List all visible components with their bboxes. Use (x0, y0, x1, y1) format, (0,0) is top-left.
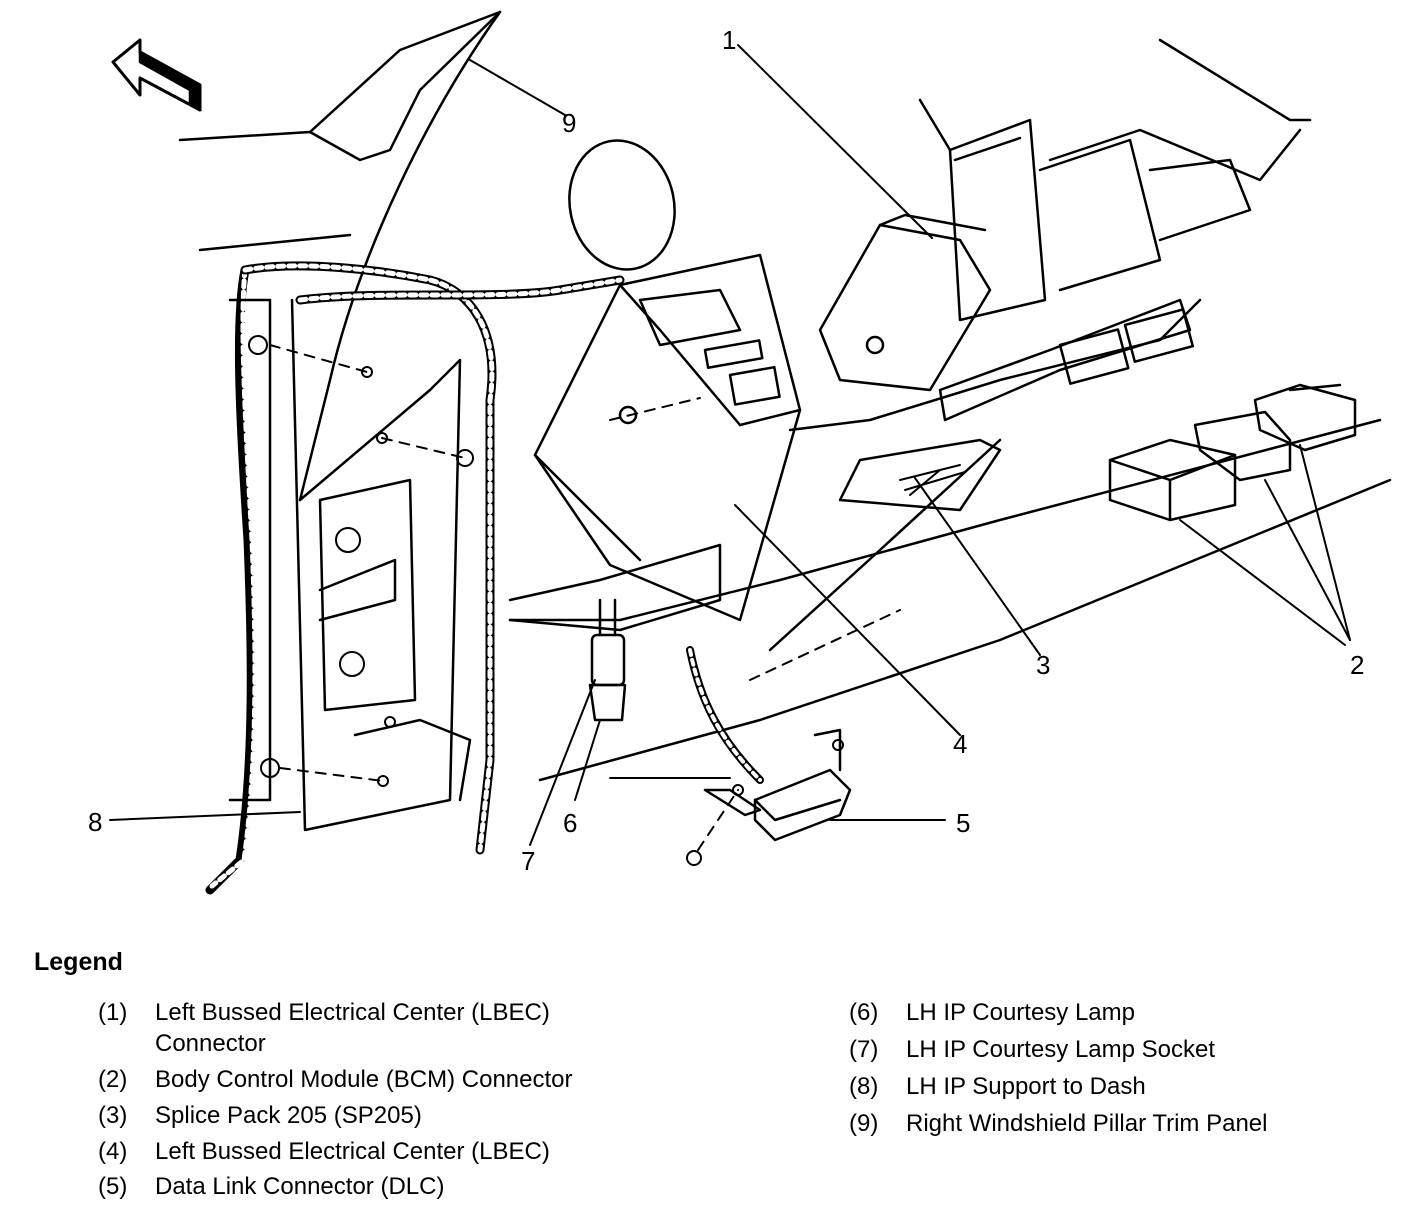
legend-text: Left Bussed Electrical Center (LBEC) (155, 999, 550, 1026)
legend-text: Body Control Module (BCM) Connector (155, 1066, 573, 1093)
callout-4: 4 (953, 729, 968, 759)
alignment-dashes (269, 344, 901, 851)
data-link-connector (686, 646, 852, 842)
round-gauge-opening (568, 139, 676, 271)
legend-number: (3) (98, 1102, 128, 1129)
callout-6: 6 (563, 808, 578, 838)
legend-number: (9) (849, 1110, 879, 1137)
callout-5: 5 (956, 808, 971, 838)
lbec-connector (818, 213, 992, 392)
legend-text: LH IP Courtesy Lamp Socket (906, 1036, 1216, 1063)
legend-number: (7) (849, 1036, 879, 1063)
legend-number: (1) (98, 999, 128, 1026)
windshield-pillar-trim-panel (178, 10, 502, 502)
splice-pack-wiring (899, 464, 966, 496)
wiring-harness-left (205, 261, 625, 895)
component-location-illustration (109, 10, 1392, 895)
callout-1: 1 (722, 25, 737, 55)
fastener-bolts (248, 335, 844, 866)
callout-2: 2 (1350, 650, 1365, 680)
callout-7: 7 (521, 846, 536, 876)
leader-lines (109, 44, 1351, 846)
legend-text: Splice Pack 205 (SP205) (155, 1102, 422, 1129)
instrument-panel-structure (508, 38, 1392, 782)
legend-number: (2) (98, 1066, 128, 1093)
callout-3: 3 (1036, 650, 1051, 680)
legend-number: (6) (849, 999, 879, 1026)
legend-text: Right Windshield Pillar Trim Panel (906, 1110, 1268, 1137)
legend-number: (8) (849, 1073, 879, 1100)
legend-number: (5) (98, 1173, 128, 1200)
legend-text: Connector (155, 1030, 266, 1057)
legend-number: (4) (98, 1138, 128, 1165)
legend-text: LH IP Courtesy Lamp (906, 999, 1135, 1026)
legend-title: Legend (34, 948, 123, 976)
courtesy-lamp-assembly (588, 598, 627, 722)
forward-arrow-icon (111, 38, 202, 112)
lbec-box (508, 253, 802, 632)
legend-text: LH IP Support to Dash (906, 1073, 1146, 1100)
callout-8: 8 (88, 807, 103, 837)
bcm-connectors (1108, 383, 1357, 522)
legend-text: Left Bussed Electrical Center (LBEC) (155, 1138, 550, 1165)
callout-9: 9 (562, 108, 577, 138)
legend-text: Data Link Connector (DLC) (155, 1173, 445, 1200)
ip-support-bracket (228, 298, 472, 832)
